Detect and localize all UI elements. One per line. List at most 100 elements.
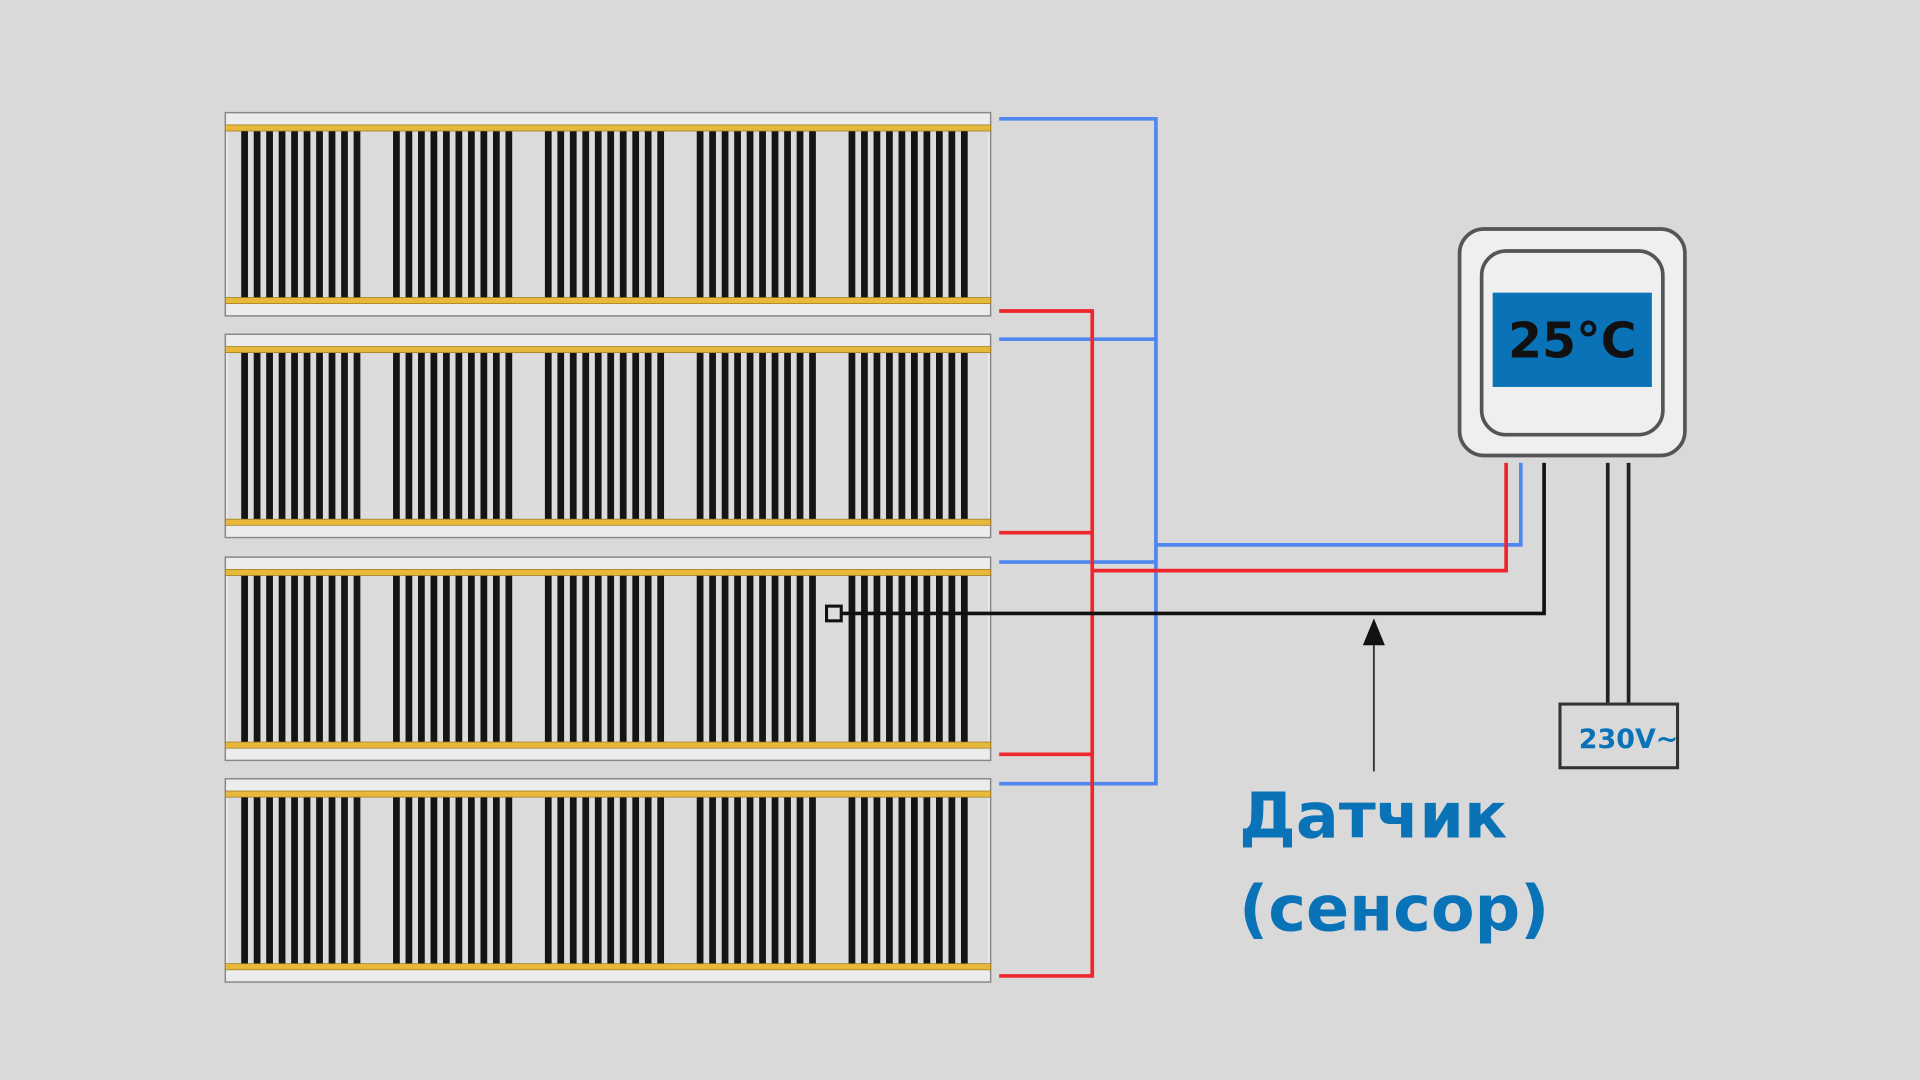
heating-strip (948, 352, 956, 520)
bus-bar (224, 124, 991, 132)
heating-strip (721, 131, 729, 298)
heating-strip (353, 131, 361, 298)
heating-strip (443, 797, 450, 964)
heating-strip (455, 131, 463, 298)
heating-strip (784, 797, 791, 964)
heating-strip (328, 352, 336, 520)
heating-strip (405, 131, 413, 298)
heating-strip (455, 352, 463, 520)
heating-strip (328, 797, 336, 964)
heating-strip (898, 797, 906, 964)
heating-strip (505, 575, 513, 743)
heating-strip (341, 352, 348, 520)
heating-strip (266, 797, 273, 964)
heating-strip (809, 352, 816, 520)
sensor-probe (825, 604, 843, 623)
heating-strip (393, 575, 400, 743)
heating-strip (746, 352, 754, 520)
heating-strip (784, 575, 791, 743)
heating-strip (316, 575, 323, 743)
heating-strip (303, 575, 311, 743)
heating-strip (759, 131, 766, 298)
heating-strip (480, 575, 488, 743)
heating-strip (873, 575, 881, 743)
heating-strip (873, 797, 881, 964)
heating-strip (759, 797, 766, 964)
power-supply: 230V~ (1558, 462, 1680, 770)
heating-strip (619, 352, 627, 520)
heating-panel (224, 778, 992, 983)
heating-strip (418, 352, 425, 520)
heating-strip (809, 797, 816, 964)
heating-strip (771, 131, 779, 298)
heating-strip (468, 575, 475, 743)
heating-strip (796, 352, 804, 520)
heating-strip (241, 352, 248, 520)
heating-strip (960, 131, 968, 298)
heating-strip (316, 352, 323, 520)
thermostat: 25°C (1457, 227, 1687, 458)
heating-strip (848, 575, 856, 743)
heating-strip (923, 352, 931, 520)
heating-strip (253, 352, 261, 520)
heating-strip (455, 797, 463, 964)
heating-strip (582, 131, 590, 298)
heating-strip (644, 352, 652, 520)
heating-strip (594, 797, 602, 964)
sensor-label-line1: Датчик (1239, 780, 1507, 854)
heating-strip (696, 352, 704, 520)
heating-strip (607, 352, 615, 520)
heating-strip (544, 131, 552, 298)
heating-strip (619, 131, 627, 298)
heating-strip (746, 131, 754, 298)
heating-strip (505, 797, 513, 964)
heating-strip (759, 575, 766, 743)
heating-strip (405, 352, 413, 520)
heating-strip (721, 352, 729, 520)
heating-strip (607, 575, 615, 743)
thermostat-screen (1492, 292, 1652, 387)
heating-strip (253, 797, 261, 964)
heating-strip (861, 797, 868, 964)
heating-strip (291, 797, 298, 964)
heating-strip (443, 352, 450, 520)
heating-strip (569, 131, 577, 298)
heating-strip (848, 131, 856, 298)
heating-strip (861, 575, 868, 743)
heating-strip (848, 352, 856, 520)
bus-bar (224, 963, 991, 971)
heating-panel (224, 111, 992, 317)
heating-strip (796, 575, 804, 743)
heating-strip (784, 131, 791, 298)
sensor-wire (841, 462, 1546, 616)
heating-strip (696, 797, 704, 964)
heating-strip (960, 797, 968, 964)
heating-strip (430, 797, 438, 964)
heating-strip (278, 575, 286, 743)
heating-panel (224, 333, 992, 539)
heating-strip (291, 352, 298, 520)
heating-strip (405, 575, 413, 743)
heating-strip (393, 797, 400, 964)
heating-strip (657, 352, 665, 520)
heating-strip (353, 352, 361, 520)
heating-strip (709, 352, 716, 520)
heating-strip (771, 575, 779, 743)
heating-strip (607, 131, 615, 298)
heating-strip (316, 131, 323, 298)
heating-strip (430, 352, 438, 520)
heating-strip (544, 352, 552, 520)
heating-strip (569, 575, 577, 743)
arrow-icon (1362, 618, 1385, 646)
heating-strip (923, 575, 931, 743)
heating-strip (253, 575, 261, 743)
blue-wire (999, 116, 1523, 786)
heating-strip (796, 797, 804, 964)
heating-strip (657, 575, 665, 743)
heating-strip (746, 575, 754, 743)
heating-strip (861, 131, 868, 298)
sensor: Датчик (сенсор) (1239, 618, 1549, 947)
heating-strip (873, 131, 881, 298)
heating-strip (278, 797, 286, 964)
